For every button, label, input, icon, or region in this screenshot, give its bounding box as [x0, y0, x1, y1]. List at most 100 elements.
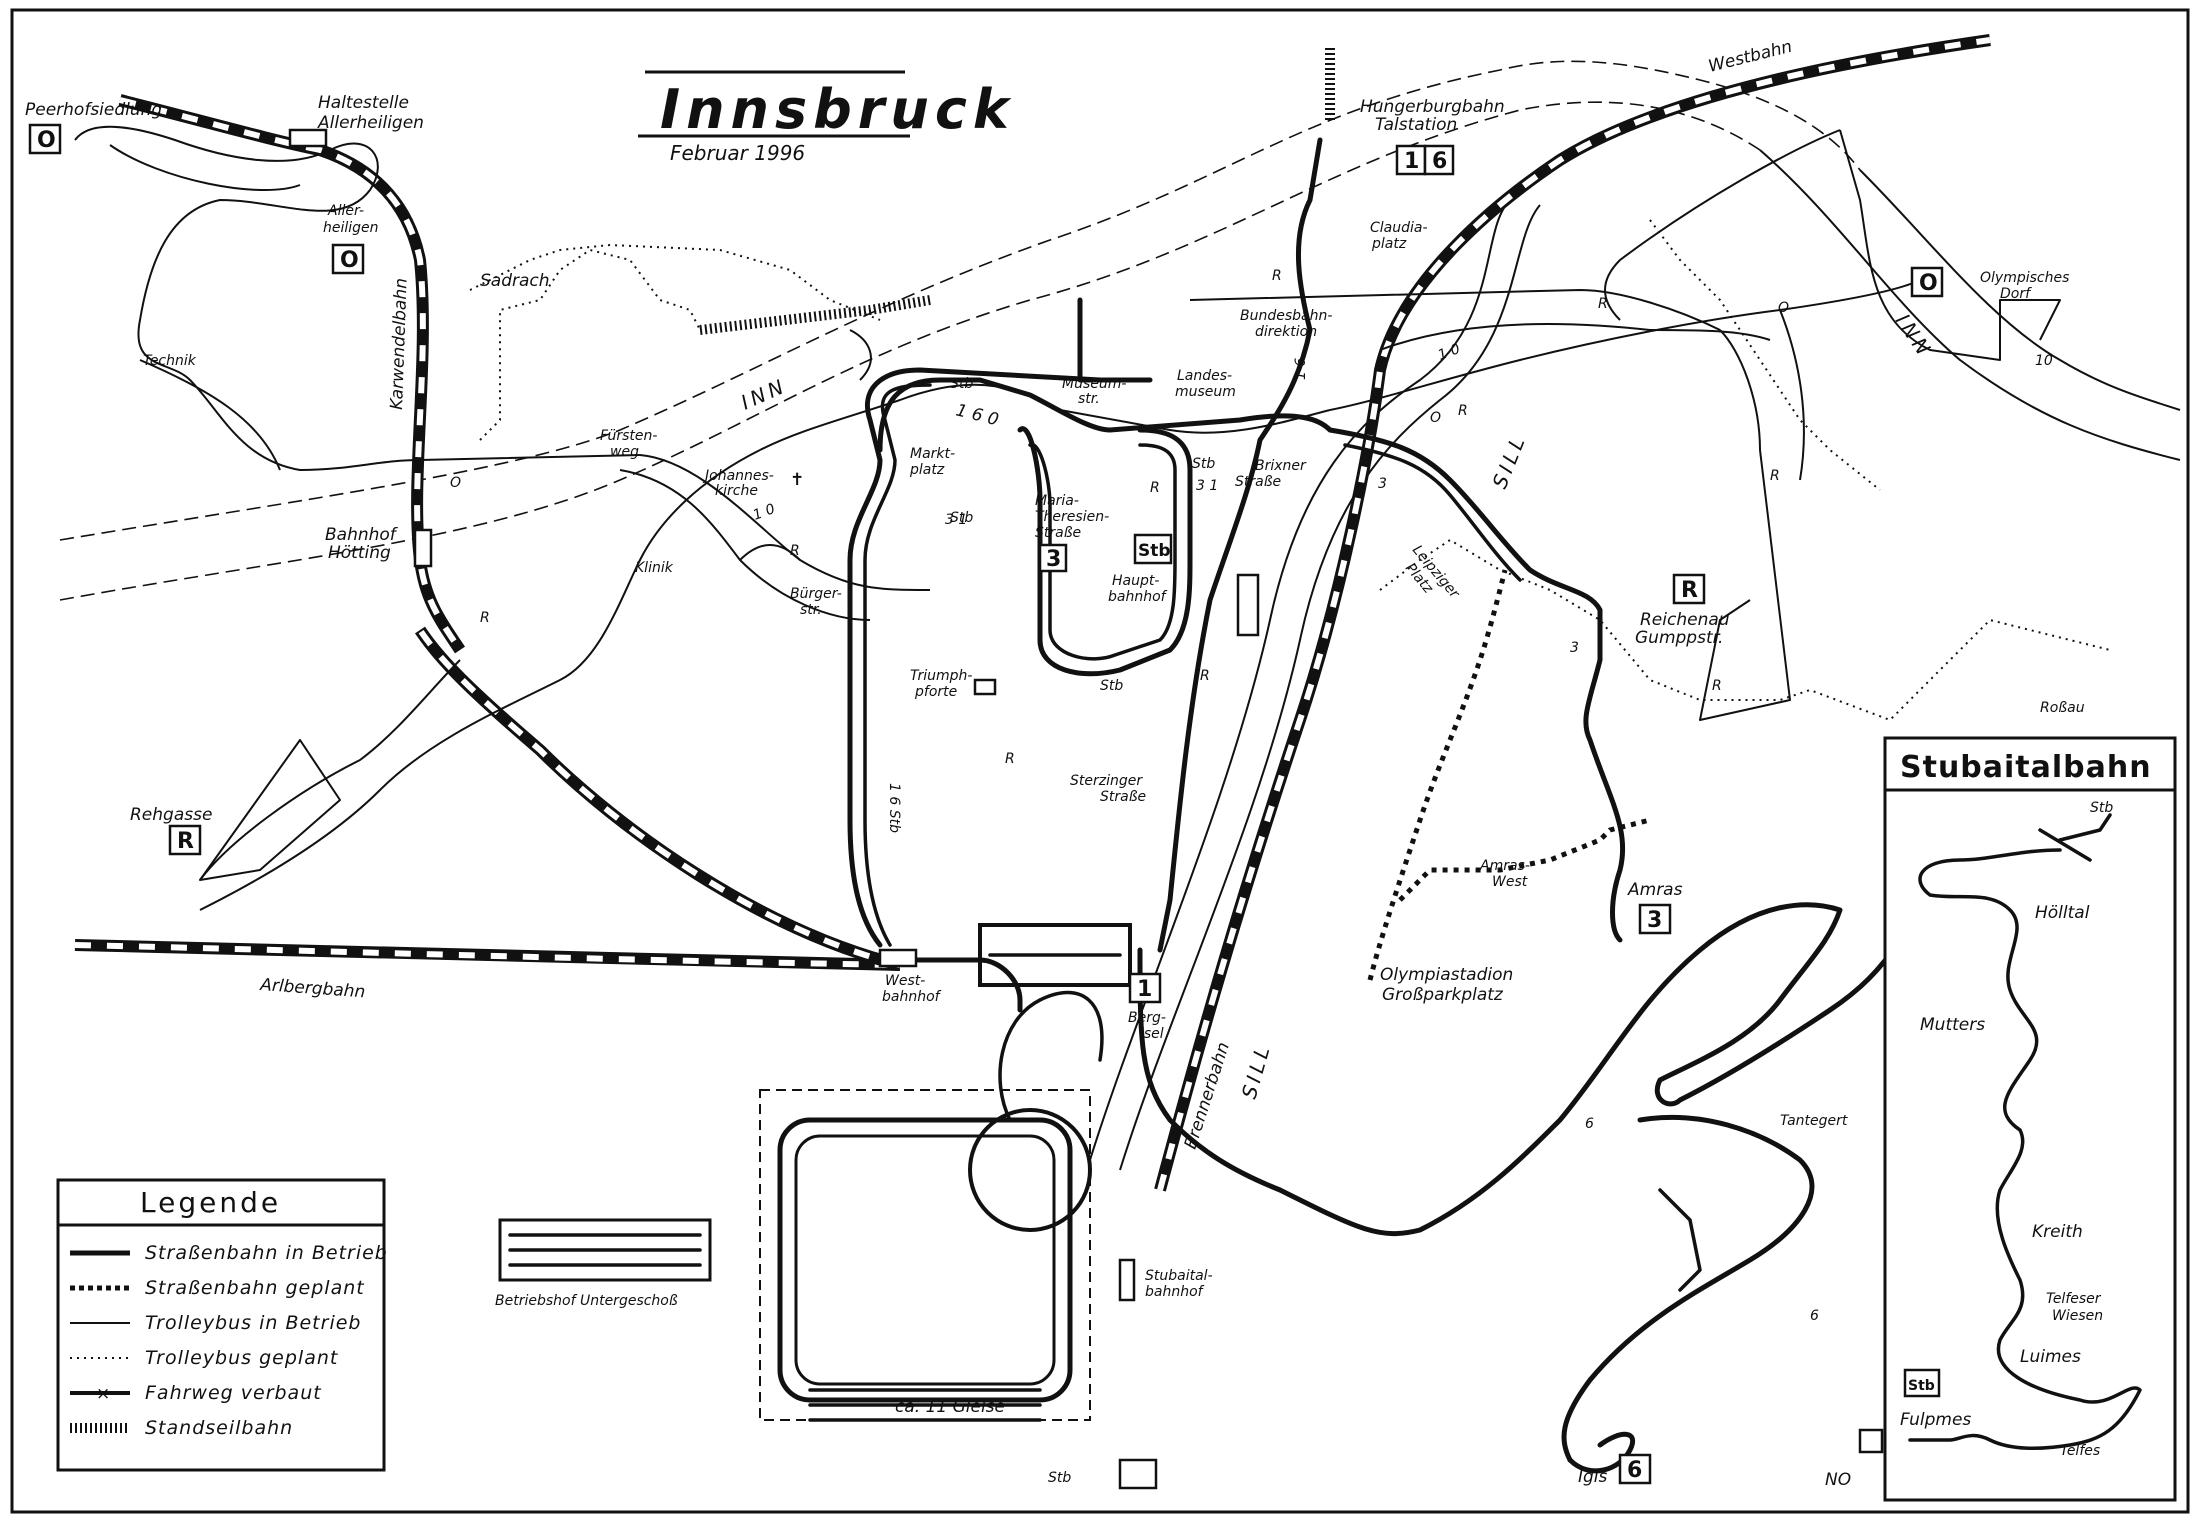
- label-stb-depot: Stb: [1048, 1470, 1071, 1486]
- label-sterzinger-2: Straße: [1100, 789, 1146, 805]
- label-mts-2: Theresien-: [1035, 509, 1109, 525]
- station-bahnhof-hoetting: [413, 528, 433, 568]
- label-allerheiligen-2: heiligen: [323, 220, 379, 236]
- label-reichenau-1: Reichenau: [1640, 610, 1730, 630]
- label-museumstr-1: Museum-: [1062, 376, 1126, 392]
- route-marker-31b: 3 1: [1196, 478, 1218, 494]
- route-marker-r-3: R: [1150, 480, 1160, 496]
- badge-rehgasse: R: [177, 829, 194, 854]
- label-bergisel-2: isel: [1140, 1026, 1164, 1042]
- route-marker-6-a: 6: [1585, 1116, 1594, 1132]
- inset-label-telfes: Telfes: [2060, 1443, 2100, 1459]
- trolleybus-network: [74, 125, 2061, 911]
- label-sadrach: Sadrach: [480, 271, 550, 291]
- legend-item-tram-planned: Straßenbahn geplant: [145, 1277, 365, 1299]
- trolleybus-planned: [469, 219, 2111, 722]
- label-gleise: ca. 11 Gleise: [895, 1397, 1005, 1417]
- title-block: Innsbruck Februar 1996: [638, 70, 1015, 165]
- route-marker-3-a: 3: [1378, 476, 1387, 492]
- route-marker-stb-3: Stb: [1192, 456, 1215, 472]
- badge-maria-theresien: 3: [1046, 547, 1061, 572]
- label-rehgasse: Rehgasse: [130, 805, 212, 825]
- label-reichenau-2: Gumppstr.: [1635, 628, 1723, 648]
- badge-hungerburg-1: 1: [1404, 149, 1419, 174]
- river-sill: [1089, 199, 1541, 1171]
- legend-item-trolley: Trolleybus in Betrieb: [145, 1312, 361, 1334]
- legend-item-tram: Straßenbahn in Betrieb: [145, 1242, 388, 1264]
- label-hungerburg-2: Talstation: [1375, 115, 1457, 135]
- label-allerheiligen-1: Aller-: [327, 203, 364, 219]
- route-marker-r-9: R: [1770, 468, 1780, 484]
- label-landesmuseum-2: museum: [1175, 384, 1236, 400]
- label-olympiastadion-2: Großparkplatz: [1382, 985, 1504, 1005]
- label-westbahnhof-2: bahnhof: [882, 989, 942, 1005]
- label-technik: Technik: [143, 353, 197, 369]
- label-amras-west-1: Amras-: [1479, 858, 1530, 874]
- inset-label-telfeser: Telfeser: [2046, 1291, 2102, 1307]
- depot-area: [759, 923, 1132, 1422]
- legend-item-trolley-planned: Trolleybus geplant: [145, 1347, 339, 1369]
- station-haltestelle-allerheiligen: [288, 128, 328, 148]
- label-inn-2: INN: [1891, 309, 1938, 362]
- route-marker-o-3: O: [1778, 300, 1789, 316]
- label-tantegert: Tantegert: [1780, 1113, 1848, 1129]
- label-bergisel-1: Berg-: [1128, 1010, 1166, 1026]
- legend-item-blocked: Fahrweg verbaut: [145, 1382, 322, 1404]
- route-marker-10c: 10: [2035, 353, 2053, 369]
- inset-title: Stubaitalbahn: [1900, 750, 2152, 785]
- church-icon: ✝: [790, 470, 804, 490]
- route-marker-10b: 1 0: [1436, 341, 1462, 364]
- route-marker-3-b: 3: [1570, 640, 1579, 656]
- legend-title: Legende: [140, 1186, 281, 1219]
- label-olympisches-1: Olympisches: [1980, 270, 2069, 286]
- label-mts-3: Straße: [1035, 525, 1081, 541]
- label-hbf-1: Haupt-: [1112, 573, 1159, 589]
- route-marker-16: 1 6: [1293, 358, 1309, 380]
- badge-bergisel: 1: [1137, 977, 1152, 1002]
- route-marker-r-10: R: [1712, 678, 1722, 694]
- route-marker-r-4: R: [1200, 668, 1210, 684]
- legend: Legende Straßenbahn in Betrieb Straßenba…: [56, 1178, 388, 1472]
- badge-igls: 6: [1627, 1458, 1642, 1483]
- label-johanneskirche-1: Johannes-: [702, 468, 774, 484]
- route-marker-10: 1 0: [751, 501, 777, 524]
- route-marker-6-b: 6: [1810, 1308, 1819, 1324]
- legend-cross-icon: ×: [96, 1384, 110, 1404]
- label-sill-2: SILL: [1487, 430, 1531, 492]
- label-amras-west-2: West: [1492, 874, 1528, 890]
- label-westbahn: Westbahn: [1706, 37, 1794, 77]
- railway-arlbergbahn: [74, 626, 902, 971]
- route-marker-o-2: O: [1430, 410, 1441, 426]
- label-westbahnhof-1: West-: [885, 973, 925, 989]
- label-arlbergbahn: Arlbergbahn: [259, 975, 366, 1002]
- route-marker-r-5: R: [1005, 751, 1015, 767]
- label-amras: Amras: [1627, 880, 1683, 900]
- badge-hungerburg-6: 6: [1432, 149, 1447, 174]
- inset-label-mutters: Mutters: [1920, 1015, 1985, 1035]
- map-title: Innsbruck: [660, 78, 1015, 141]
- station-hauptbahnhof-rail: [1236, 573, 1260, 637]
- inset-label-kreith: Kreith: [2032, 1222, 2083, 1242]
- tram-planned: [1367, 569, 1651, 981]
- label-museumstr-2: str.: [1078, 391, 1100, 407]
- route-marker-r-2: R: [480, 610, 490, 626]
- label-fuerstenweg-1: Fürsten-: [600, 428, 657, 444]
- funicular-hungerburgbahn: [699, 48, 1335, 335]
- label-fuerstenweg-2: weg: [610, 444, 639, 460]
- route-marker-r-8: R: [1598, 296, 1608, 312]
- map-date: Februar 1996: [670, 141, 805, 165]
- label-betriebshof: Betriebshof Untergeschoß: [495, 1293, 678, 1309]
- stubaitalbahn-inset: Stubaitalbahn Stb Hölltal Mutters Kreith…: [1883, 736, 2177, 1502]
- route-marker-31: 3 1: [945, 512, 967, 528]
- label-bundesbahndir-1: Bundesbahn-: [1240, 308, 1332, 324]
- label-haltestelle-2: Allerheiligen: [317, 113, 424, 133]
- label-bahnhof-hoetting-1: Bahnhof: [325, 525, 399, 545]
- depot-lower-level: [498, 1218, 712, 1282]
- route-marker-stb-4: Stb: [1100, 678, 1123, 694]
- badge-reichenau: R: [1681, 578, 1698, 603]
- label-inn-1: INN: [737, 373, 790, 414]
- label-brixner-1: Brixner: [1255, 458, 1307, 474]
- badge-amras: 3: [1647, 908, 1662, 933]
- label-triumph-1: Triumph-: [910, 668, 972, 684]
